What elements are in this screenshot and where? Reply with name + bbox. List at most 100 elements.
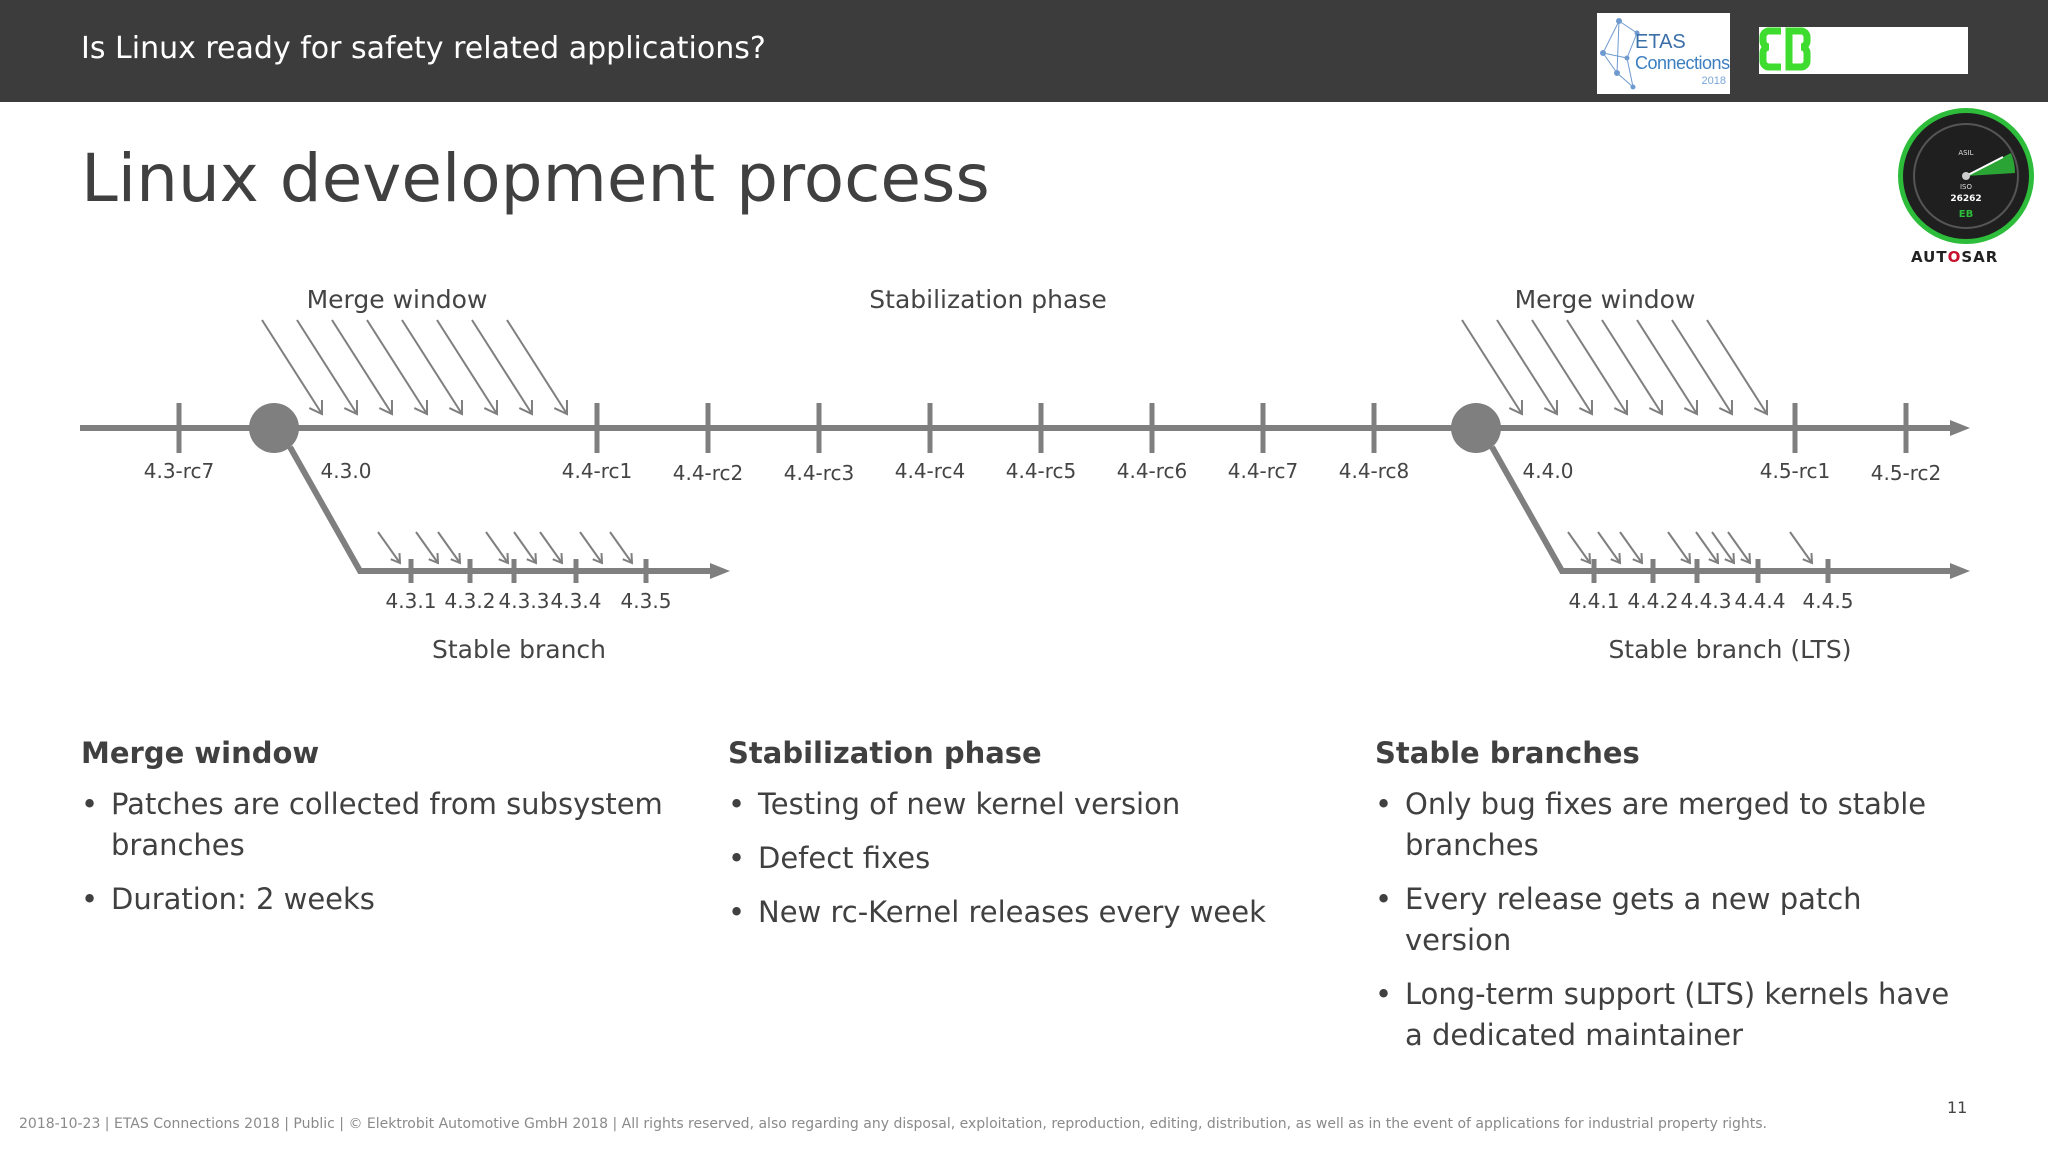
patch-arrow-head (592, 552, 604, 565)
patch-arrow (1601, 319, 1663, 415)
patch-arrow-head (498, 552, 510, 565)
bullet-item: • Long-term support (LTS) kernels have a … (1375, 974, 1975, 1056)
bullet-dot: • (81, 787, 99, 821)
bullet-dot: • (728, 787, 746, 821)
bullet-dot: • (1375, 882, 1393, 916)
release-label: 4.5-rc2 (1871, 461, 1942, 485)
stable-release-label: 4.4.5 (1803, 589, 1854, 613)
autosar-logo: AUTOSAR (1911, 248, 1998, 266)
patch-arrow (1727, 531, 1751, 564)
patch-arrow-head (483, 399, 499, 416)
stable-release-label: 4.3.4 (551, 589, 602, 613)
release-label: 4.4-rc5 (1006, 459, 1077, 483)
patch-arrow-head (518, 399, 534, 416)
bullet-text: Patches are collected from subsystem bra… (111, 787, 663, 862)
patch-arrow-head (1724, 552, 1736, 565)
stabilization-phase-heading: Stabilization phase (728, 736, 1042, 770)
bullet-dot: • (1375, 787, 1393, 821)
patch-arrow-head (1613, 399, 1629, 416)
etas-connections-logo: ETAS Connections 2018 (1597, 13, 1730, 94)
patch-arrow (506, 319, 568, 415)
patch-arrow (261, 319, 323, 415)
patch-arrow-head (1753, 399, 1769, 416)
patch-arrow-head (1802, 552, 1814, 565)
bullet-item: • Patches are collected from subsystem br… (81, 784, 681, 866)
stable-branches-heading: Stable branches (1375, 736, 1640, 770)
eb-logo-mark (1759, 27, 1811, 71)
merge-window-label-right: Merge window (1515, 285, 1696, 314)
patch-arrow (471, 319, 533, 415)
bullet-text: Long-term support (LTS) kernels have a d… (1405, 977, 1950, 1052)
badge-standard-number: 26262 (1950, 194, 1981, 204)
etas-logo-line1: ETAS (1635, 31, 1686, 53)
patch-arrow-head (390, 552, 402, 565)
patch-arrow (296, 319, 358, 415)
merge-window-bullets: • Patches are collected from subsystem br… (81, 784, 681, 920)
autosar-logo-part1: AUT (1911, 248, 1948, 266)
patch-arrow (1671, 319, 1733, 415)
patch-arrow-head (1610, 552, 1622, 565)
patch-arrow-head (1580, 552, 1592, 565)
patch-arrow-head (428, 552, 440, 565)
patch-arrow (1789, 531, 1813, 564)
merge-window-heading: Merge window (81, 736, 320, 770)
stable-branch-arrowhead-right (1950, 563, 1970, 579)
stable-release-label: 4.3.5 (621, 589, 672, 613)
stable-branch-label: Stable branch (432, 635, 606, 664)
stable-branch-line-right (1489, 445, 1950, 574)
patch-arrow (1636, 319, 1698, 415)
autosar-logo-part2: O (1947, 248, 1962, 266)
merge-window-column: Merge window • Patches are collected from… (81, 736, 681, 933)
release-label: 4.5-rc1 (1760, 459, 1831, 483)
release-label: 4.4.0 (1523, 459, 1574, 483)
patch-arrow-head (1680, 552, 1692, 565)
stabilization-phase-column: Stabilization phase •Testing of new kern… (728, 736, 1328, 946)
release-label: 4.3-rc7 (144, 459, 215, 483)
patch-arrow (437, 531, 461, 564)
patch-arrow (1695, 531, 1719, 564)
bullet-text: Defect fixes (758, 841, 931, 875)
patch-arrow-head (552, 552, 564, 565)
bullet-item: •Only bug fixes are merged to stable bra… (1375, 784, 1975, 866)
release-label: 4.4-rc2 (673, 461, 744, 485)
bullet-item: •Duration: 2 weeks (81, 879, 681, 920)
patch-arrow (436, 319, 498, 415)
network-icon (1600, 18, 1640, 90)
patch-arrow (579, 531, 603, 564)
patch-arrow-head (1718, 399, 1734, 416)
bullet-dot: • (728, 895, 746, 929)
patch-arrow-head (622, 552, 634, 565)
patch-arrow (1566, 319, 1628, 415)
patch-arrow-head (526, 552, 538, 565)
patch-arrow-head (1578, 399, 1594, 416)
badge-asil-label: ASIL (1958, 149, 1973, 157)
stable-release-label: 4.4.2 (1628, 589, 1679, 613)
patch-arrow (1567, 531, 1591, 564)
bullet-item: •Testing of new kernel version (728, 784, 1328, 825)
patch-arrow-head (1543, 399, 1559, 416)
patch-arrow (1496, 319, 1558, 415)
stable-branches-bullets: •Only bug fixes are merged to stable bra… (1375, 784, 1975, 1056)
patch-arrow-head (553, 399, 569, 416)
bullet-text: Duration: 2 weeks (111, 882, 375, 916)
stable-branch-arrowhead-left (710, 563, 730, 579)
badge-iso-label: ISO (1960, 183, 1973, 191)
iso-26262-badge: ASIL ISO 26262 EB (1898, 108, 2034, 244)
release-label: 4.4-rc3 (784, 461, 855, 485)
autosar-logo-part3: SAR (1961, 248, 1999, 266)
patch-arrow-head (1683, 399, 1699, 416)
patch-arrow (539, 531, 563, 564)
stable-release-label: 4.4.3 (1681, 589, 1732, 613)
bullet-dot: • (1375, 977, 1393, 1011)
release-label: 4.4-rc1 (562, 459, 633, 483)
patch-arrow (377, 531, 401, 564)
bullet-text: New rc-Kernel releases every week (758, 895, 1266, 929)
bullet-dot: • (728, 841, 746, 875)
patch-arrow-head (308, 399, 324, 416)
patch-arrow (1531, 319, 1593, 415)
patch-arrow (401, 319, 463, 415)
patch-arrow (1711, 531, 1735, 564)
etas-logo-line3: 2018 (1701, 75, 1726, 87)
release-label: 4.4-rc6 (1117, 459, 1188, 483)
